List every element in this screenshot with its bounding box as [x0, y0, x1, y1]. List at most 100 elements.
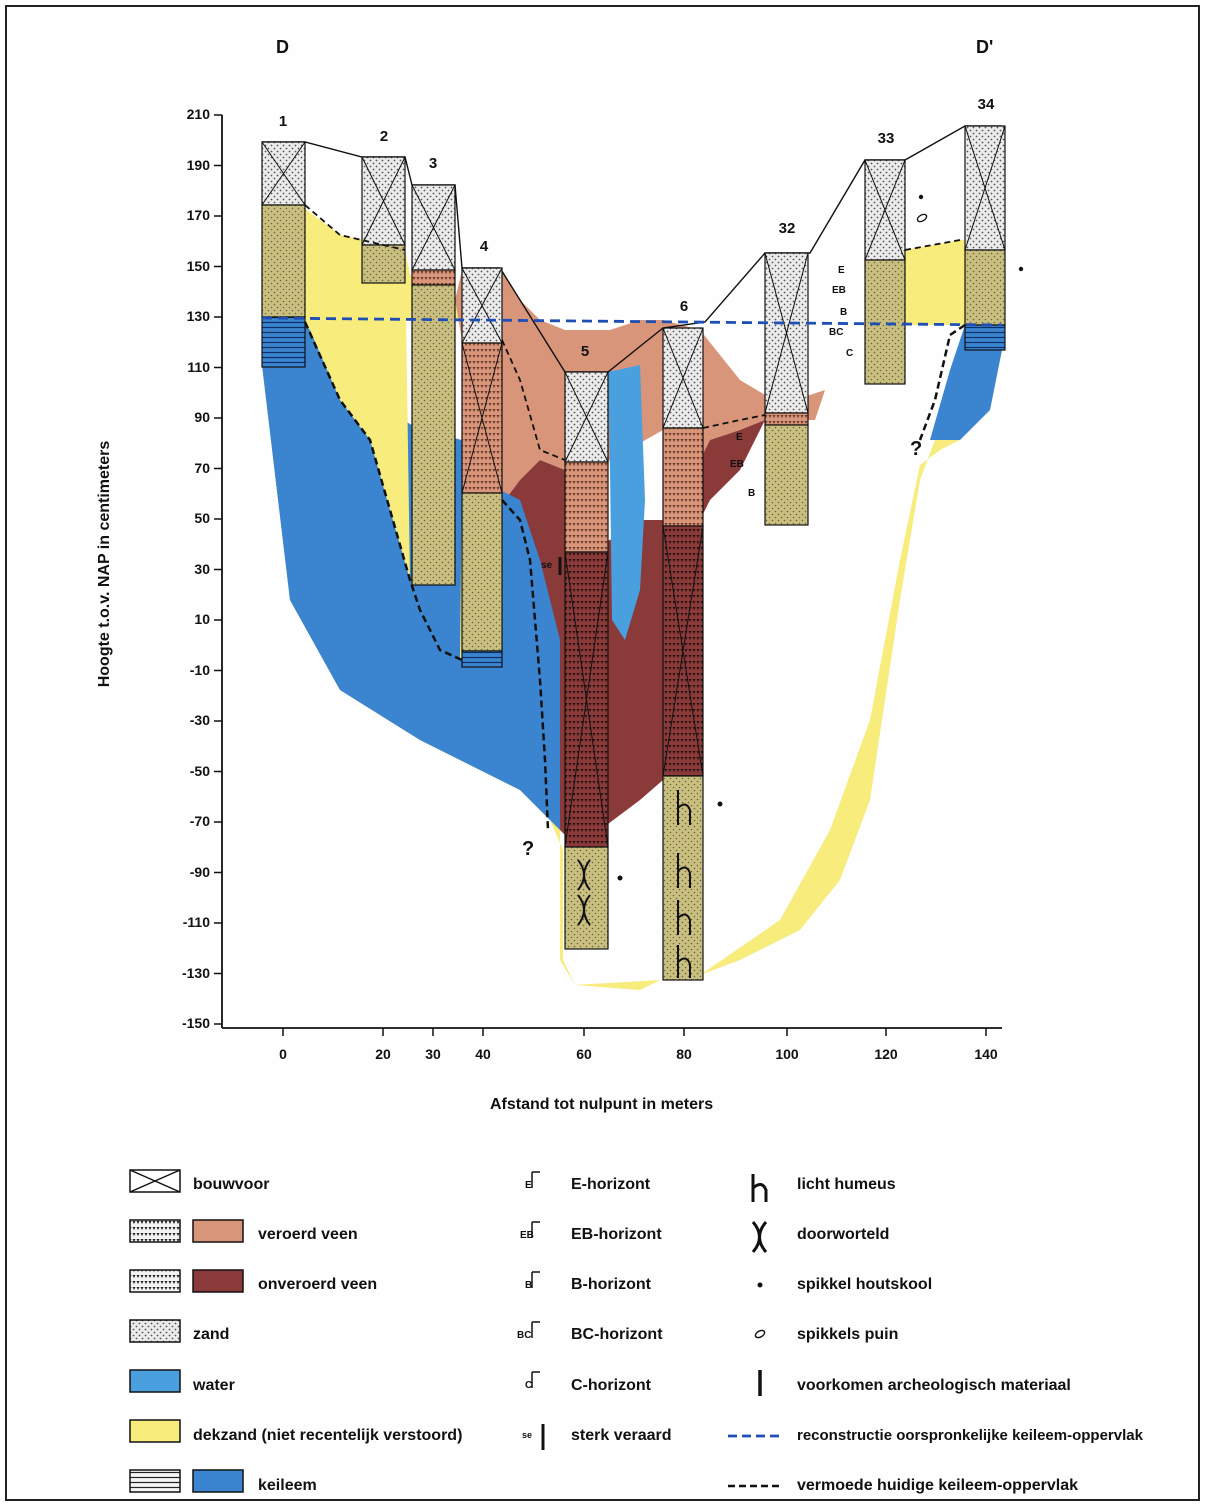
- y-tick-marks: [214, 114, 222, 1025]
- question-mark: ?: [522, 838, 535, 860]
- puin-marker: [916, 213, 928, 223]
- y-tick-label: -70: [189, 813, 210, 829]
- y-tick-label: 130: [186, 308, 210, 324]
- borehole-5-dekzand: [564, 846, 609, 950]
- x-tick-label: 80: [676, 1046, 692, 1062]
- y-tick-label: 50: [194, 510, 210, 526]
- legend-onveraard-veen: onveroerd veen: [258, 1276, 378, 1293]
- legend-vermoede: vermoede huidige keileem-oppervlak: [797, 1477, 1078, 1494]
- legend-bc-horizont: BC-horizont: [571, 1326, 663, 1343]
- borehole-columns: [261, 125, 1006, 981]
- borehole-32-dekzand: [764, 424, 809, 526]
- x-tick-label: 120: [874, 1046, 898, 1062]
- water-left: [262, 320, 560, 830]
- legend-code-se: se: [522, 1430, 533, 1440]
- horizon-label: B: [748, 488, 756, 499]
- present-keileem-surface-2: [501, 499, 550, 831]
- legend-veraard-veen: veroerd veen: [258, 1226, 358, 1243]
- x-tick-label: 140: [974, 1046, 998, 1062]
- legend-code-eb: EB: [520, 1230, 534, 1241]
- borehole-4-keileem: [461, 650, 503, 668]
- borehole-number: 2: [379, 128, 389, 145]
- veen-boundary-dashed: [304, 204, 406, 251]
- borehole-6-veen: [662, 427, 704, 527]
- horizon-label: EB: [730, 459, 744, 470]
- x-tick-label: 20: [375, 1046, 391, 1062]
- y-tick-label: -50: [189, 762, 210, 779]
- y-tick-label: 190: [186, 156, 210, 173]
- charcoal-dot: [617, 875, 623, 881]
- legend-b-horizont: B-horizont: [571, 1276, 651, 1293]
- legend-zand: zand: [193, 1326, 230, 1343]
- charcoal-dot: [717, 801, 723, 807]
- y-axis-label: Hoogte t.o.v. NAP in centimeters: [96, 440, 113, 688]
- corner-label-left: D: [276, 37, 289, 57]
- y-tick-label: -30: [189, 712, 210, 728]
- doorworteld-marks: [577, 859, 591, 926]
- borehole-number: 1: [278, 113, 288, 130]
- legend-spikkel-houtskool: spikkel houtskool: [797, 1276, 933, 1293]
- y-tick-label: -10: [189, 661, 210, 678]
- y-tick-label: 70: [194, 459, 210, 476]
- y-tick-label: 90: [194, 409, 210, 425]
- legend-code-e: E: [525, 1180, 532, 1191]
- legend-eb-horizont: EB-horizont: [571, 1226, 662, 1243]
- horizon-label: E: [736, 432, 743, 443]
- borehole-3-veen: [411, 269, 456, 286]
- figure-frame: [5, 5, 1200, 1501]
- reconstruction-line: [261, 316, 1003, 327]
- legend-spikkels-puin: spikkels puin: [797, 1326, 899, 1343]
- y-tick-label: 210: [186, 106, 210, 122]
- borehole-5-veen: [564, 461, 609, 553]
- borehole-number: 34: [977, 96, 995, 113]
- x-tick-label: 60: [576, 1046, 592, 1062]
- legend-code-b: B: [525, 1280, 533, 1291]
- borehole-number: 33: [877, 130, 895, 147]
- y-tick-label: -130: [181, 964, 210, 981]
- x-tick-label: 100: [775, 1046, 799, 1062]
- legend-sterk-veraard: sterk veraard: [571, 1427, 672, 1444]
- legend-c-horizont: C-horizont: [571, 1377, 651, 1394]
- legend-e-horizont: E-horizont: [571, 1176, 651, 1193]
- borehole-34-dekzand: [964, 249, 1006, 326]
- charcoal-dot: [1018, 266, 1024, 272]
- legend-symbols: [129, 1169, 780, 1493]
- legend-bouwvoor: bouwvoor: [193, 1176, 270, 1193]
- borehole-2-dekzand: [361, 244, 406, 284]
- borehole-3-dekzand: [411, 284, 456, 586]
- borehole-4-dekzand: [461, 492, 503, 652]
- horizon-label: B: [840, 307, 848, 318]
- x-tick-label: 0: [279, 1046, 287, 1062]
- horizon-label: C: [846, 348, 854, 359]
- borehole-number: 3: [428, 155, 438, 172]
- x-axis-label: Afstand tot nulpunt in meters: [490, 1096, 714, 1113]
- borehole-number: 4: [479, 238, 489, 255]
- legend-code-c: C: [525, 1380, 533, 1391]
- y-tick-label: 110: [187, 358, 210, 375]
- keileem-right: [930, 325, 1002, 440]
- x-tick-marks: [282, 1028, 987, 1036]
- borehole-6-dekzand: [662, 775, 704, 981]
- horizon-label: E: [838, 265, 845, 276]
- se-marker: se: [541, 560, 553, 571]
- y-tick-label: 10: [194, 611, 210, 627]
- veen-boundary-dashed-2: [501, 339, 566, 461]
- borehole-32-veen: [764, 412, 809, 426]
- y-tick-label: -90: [189, 863, 210, 880]
- corner-label-right: D': [976, 37, 994, 57]
- x-tick-label: 30: [425, 1046, 441, 1062]
- borehole-number: 6: [679, 298, 689, 315]
- x-tick-label: 40: [475, 1046, 491, 1062]
- y-tick-label: 150: [186, 257, 210, 274]
- borehole-1-dekzand: [261, 204, 306, 318]
- y-tick-label: -150: [181, 1015, 210, 1031]
- borehole-number: 32: [778, 220, 796, 237]
- legend-archeologisch: voorkomen archeologisch materiaal: [797, 1377, 1071, 1394]
- legend-code-bc: BC: [517, 1330, 532, 1341]
- charcoal-dot: [918, 194, 924, 200]
- horizon-label: BC: [829, 327, 844, 338]
- legend-licht-humeus: licht humeus: [797, 1176, 896, 1193]
- legend-water: water: [193, 1377, 235, 1394]
- veen-boundary-dashed-3: [702, 414, 766, 429]
